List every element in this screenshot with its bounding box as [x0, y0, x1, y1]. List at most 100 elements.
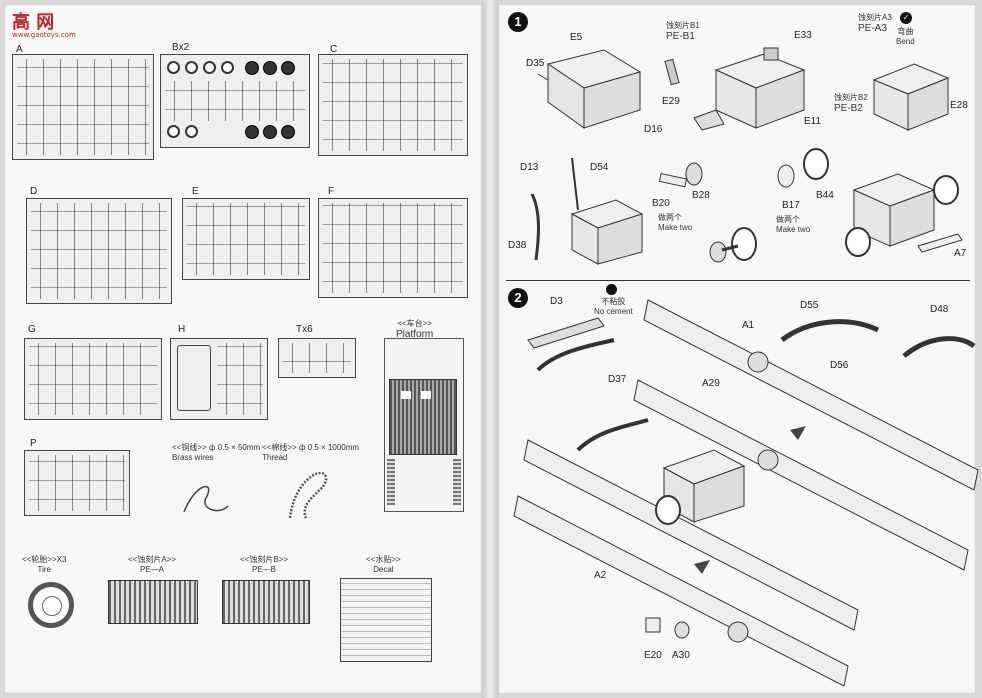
no-cement-label: 不粘胶 No cement [594, 296, 633, 316]
platform-hole [421, 391, 431, 399]
part-b20: B20 [652, 198, 670, 209]
part-e11: E11 [804, 116, 822, 127]
decal-label-en: Decal [373, 565, 394, 574]
wheel-part [167, 125, 180, 138]
cab-body-illustration [537, 49, 642, 129]
wheel-part [245, 61, 259, 75]
sprue-f [318, 198, 468, 298]
brass-wire-illustration [183, 485, 229, 513]
part-e5: E5 [570, 32, 583, 43]
part-d35: D35 [526, 58, 545, 69]
tire-b44-illustration [777, 148, 829, 188]
sprue-c-parts [323, 59, 463, 151]
pe-b-fret [222, 580, 310, 624]
book-spine [482, 0, 498, 698]
sprue-d-parts [31, 203, 167, 299]
logo-text: 高 网 [12, 12, 55, 33]
sprue-label-p: P [30, 438, 37, 449]
tire-label: <<轮胎>>X3 Tire [22, 554, 66, 574]
part-d13: D13 [520, 162, 539, 173]
part-b44: B44 [816, 190, 834, 201]
logo-url: www.gaotoys.com [12, 31, 76, 39]
pe-a3-label: 蚀刻片A3 PE-A3 [858, 12, 892, 34]
part-d37: D37 [608, 374, 627, 385]
sprue-t [278, 338, 356, 378]
platform-label-en: Platform [396, 329, 434, 340]
platform-side [453, 459, 461, 505]
part-d48: D48 [930, 304, 949, 315]
bend-label-cn: 弯曲 [897, 27, 914, 36]
step-2-number: 2 [508, 288, 528, 308]
wheel-part [245, 125, 259, 139]
part-e33: E33 [794, 30, 812, 41]
bend-label-en: Bend [896, 37, 915, 46]
parts-map-page: 高 网 www.gaotoys.com A Bx2 C D E F G H Tx… [4, 4, 482, 694]
hub-b20-illustration [658, 162, 703, 188]
sprue-a-parts [17, 59, 149, 155]
part-b17: B17 [782, 200, 800, 211]
sprue-b-parts [165, 81, 305, 121]
wheel-part [263, 125, 277, 139]
sprue-g-parts [29, 343, 157, 415]
sprue-label-f: F [328, 186, 335, 197]
thread-spec: <<棉线>> ф 0.5 × 1000mm [262, 443, 360, 452]
pe-b2-label-cn: 蚀刻片B2 [834, 93, 868, 102]
decal-label: <<水贴>> Decal [366, 554, 401, 574]
part-d55: D55 [800, 300, 819, 311]
sprue-label-b: Bx2 [172, 42, 190, 53]
step-divider [506, 280, 970, 281]
sprue-label-g: G [28, 324, 36, 335]
wheel-part [203, 61, 216, 74]
tire-label-cn: <<轮胎>>X3 [22, 555, 67, 564]
platform-label-cn: <<车台>> [397, 319, 432, 328]
part-a1: A1 [742, 320, 755, 331]
part-b28: B28 [692, 190, 710, 201]
part-e28: E28 [950, 100, 968, 111]
sprue-c [318, 54, 468, 156]
pe-b2-label: 蚀刻片B2 PE-B2 [834, 92, 868, 114]
wheel-part [167, 61, 180, 74]
sprue-label-h: H [178, 324, 186, 335]
wheel-part [263, 61, 277, 75]
pe-a3-label-cn: 蚀刻片A3 [858, 13, 892, 22]
platform-label: <<车台>> Platform [396, 318, 433, 340]
bend-icon: ✓ [900, 12, 912, 24]
brass-wire-spec: <<铜线>> ф 0.5 × 50mm [172, 443, 261, 452]
pe-b-label-cn: <<蚀刻片B>> [240, 555, 289, 564]
pe-b1-label-en: PE-B1 [666, 31, 695, 42]
front-axle-assembly-illustration [845, 173, 963, 257]
chassis-engine-illustration [530, 157, 644, 265]
sprue-a [12, 54, 154, 160]
sprue-e [182, 198, 310, 280]
brass-wire-name: Brass wires [172, 453, 214, 462]
part-d16: D16 [644, 124, 663, 135]
part-d38: D38 [508, 240, 527, 251]
sprue-b [160, 54, 310, 148]
sprue-h-parts [217, 343, 263, 415]
make-two-label-2: 做两个 Make two [776, 214, 810, 234]
wheel-part [185, 125, 198, 138]
wheel-part [281, 61, 295, 75]
pe-b-label: <<蚀刻片B>> PE—B [240, 554, 288, 574]
pe-b2-label-en: PE-B2 [834, 103, 863, 114]
part-d56: D56 [830, 360, 849, 371]
wheel-part [221, 61, 234, 74]
make-two-en-1: Make two [658, 223, 693, 232]
part-e29: E29 [662, 96, 680, 107]
thread-label: <<棉线>> ф 0.5 × 1000mm Thread [262, 442, 359, 462]
sprue-f-parts [323, 203, 463, 293]
sprue-e-parts [187, 203, 305, 275]
part-a2: A2 [594, 570, 607, 581]
make-two-label-1: 做两个 Make two [658, 212, 692, 232]
pe-b1-label-cn: 蚀刻片B1 [666, 21, 700, 30]
sprue-label-c: C [330, 44, 338, 55]
pe-a-fret [108, 580, 198, 624]
pe-a3-label-en: PE-A3 [858, 23, 887, 34]
sprue-label-a: A [16, 44, 23, 55]
sprue-d [26, 198, 172, 304]
part-a29: A29 [702, 378, 720, 389]
sprue-g [24, 338, 162, 420]
sprue-t-parts [283, 343, 351, 373]
no-cement-icon [606, 284, 617, 295]
wheel-part [185, 61, 198, 74]
